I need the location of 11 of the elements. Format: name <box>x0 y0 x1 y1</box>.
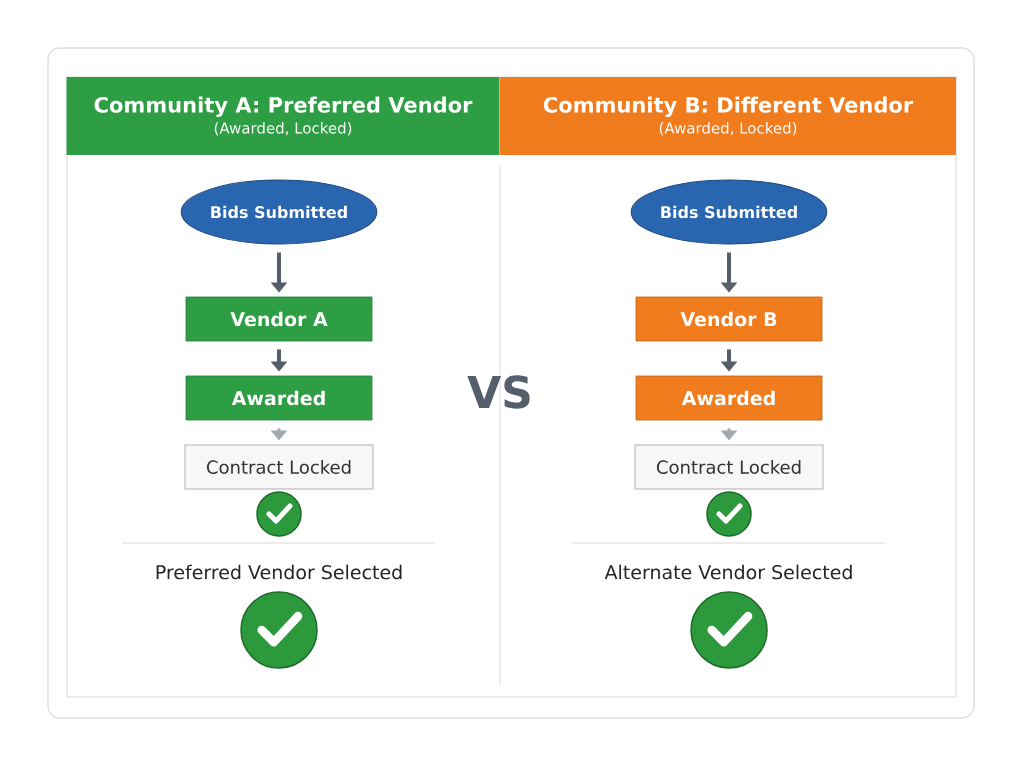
result-box: Contract Locked <box>184 444 374 490</box>
header-band: Community B: Different Vendor (Awarded, Locked) <box>500 77 956 155</box>
header-band: Community A: Preferred Vendor (Awarded, Locked) <box>66 77 500 155</box>
process-box: Vendor B <box>635 296 823 342</box>
process-box: Awarded <box>635 375 823 421</box>
result-label: Alternate Vendor Selected <box>604 564 852 580</box>
process-box: Vendor A <box>185 296 373 342</box>
process-box: Awarded <box>185 375 373 421</box>
vs-label: VS <box>467 375 530 409</box>
result-label: Preferred Vendor Selected <box>156 564 402 580</box>
result-box: Contract Locked <box>634 444 824 490</box>
